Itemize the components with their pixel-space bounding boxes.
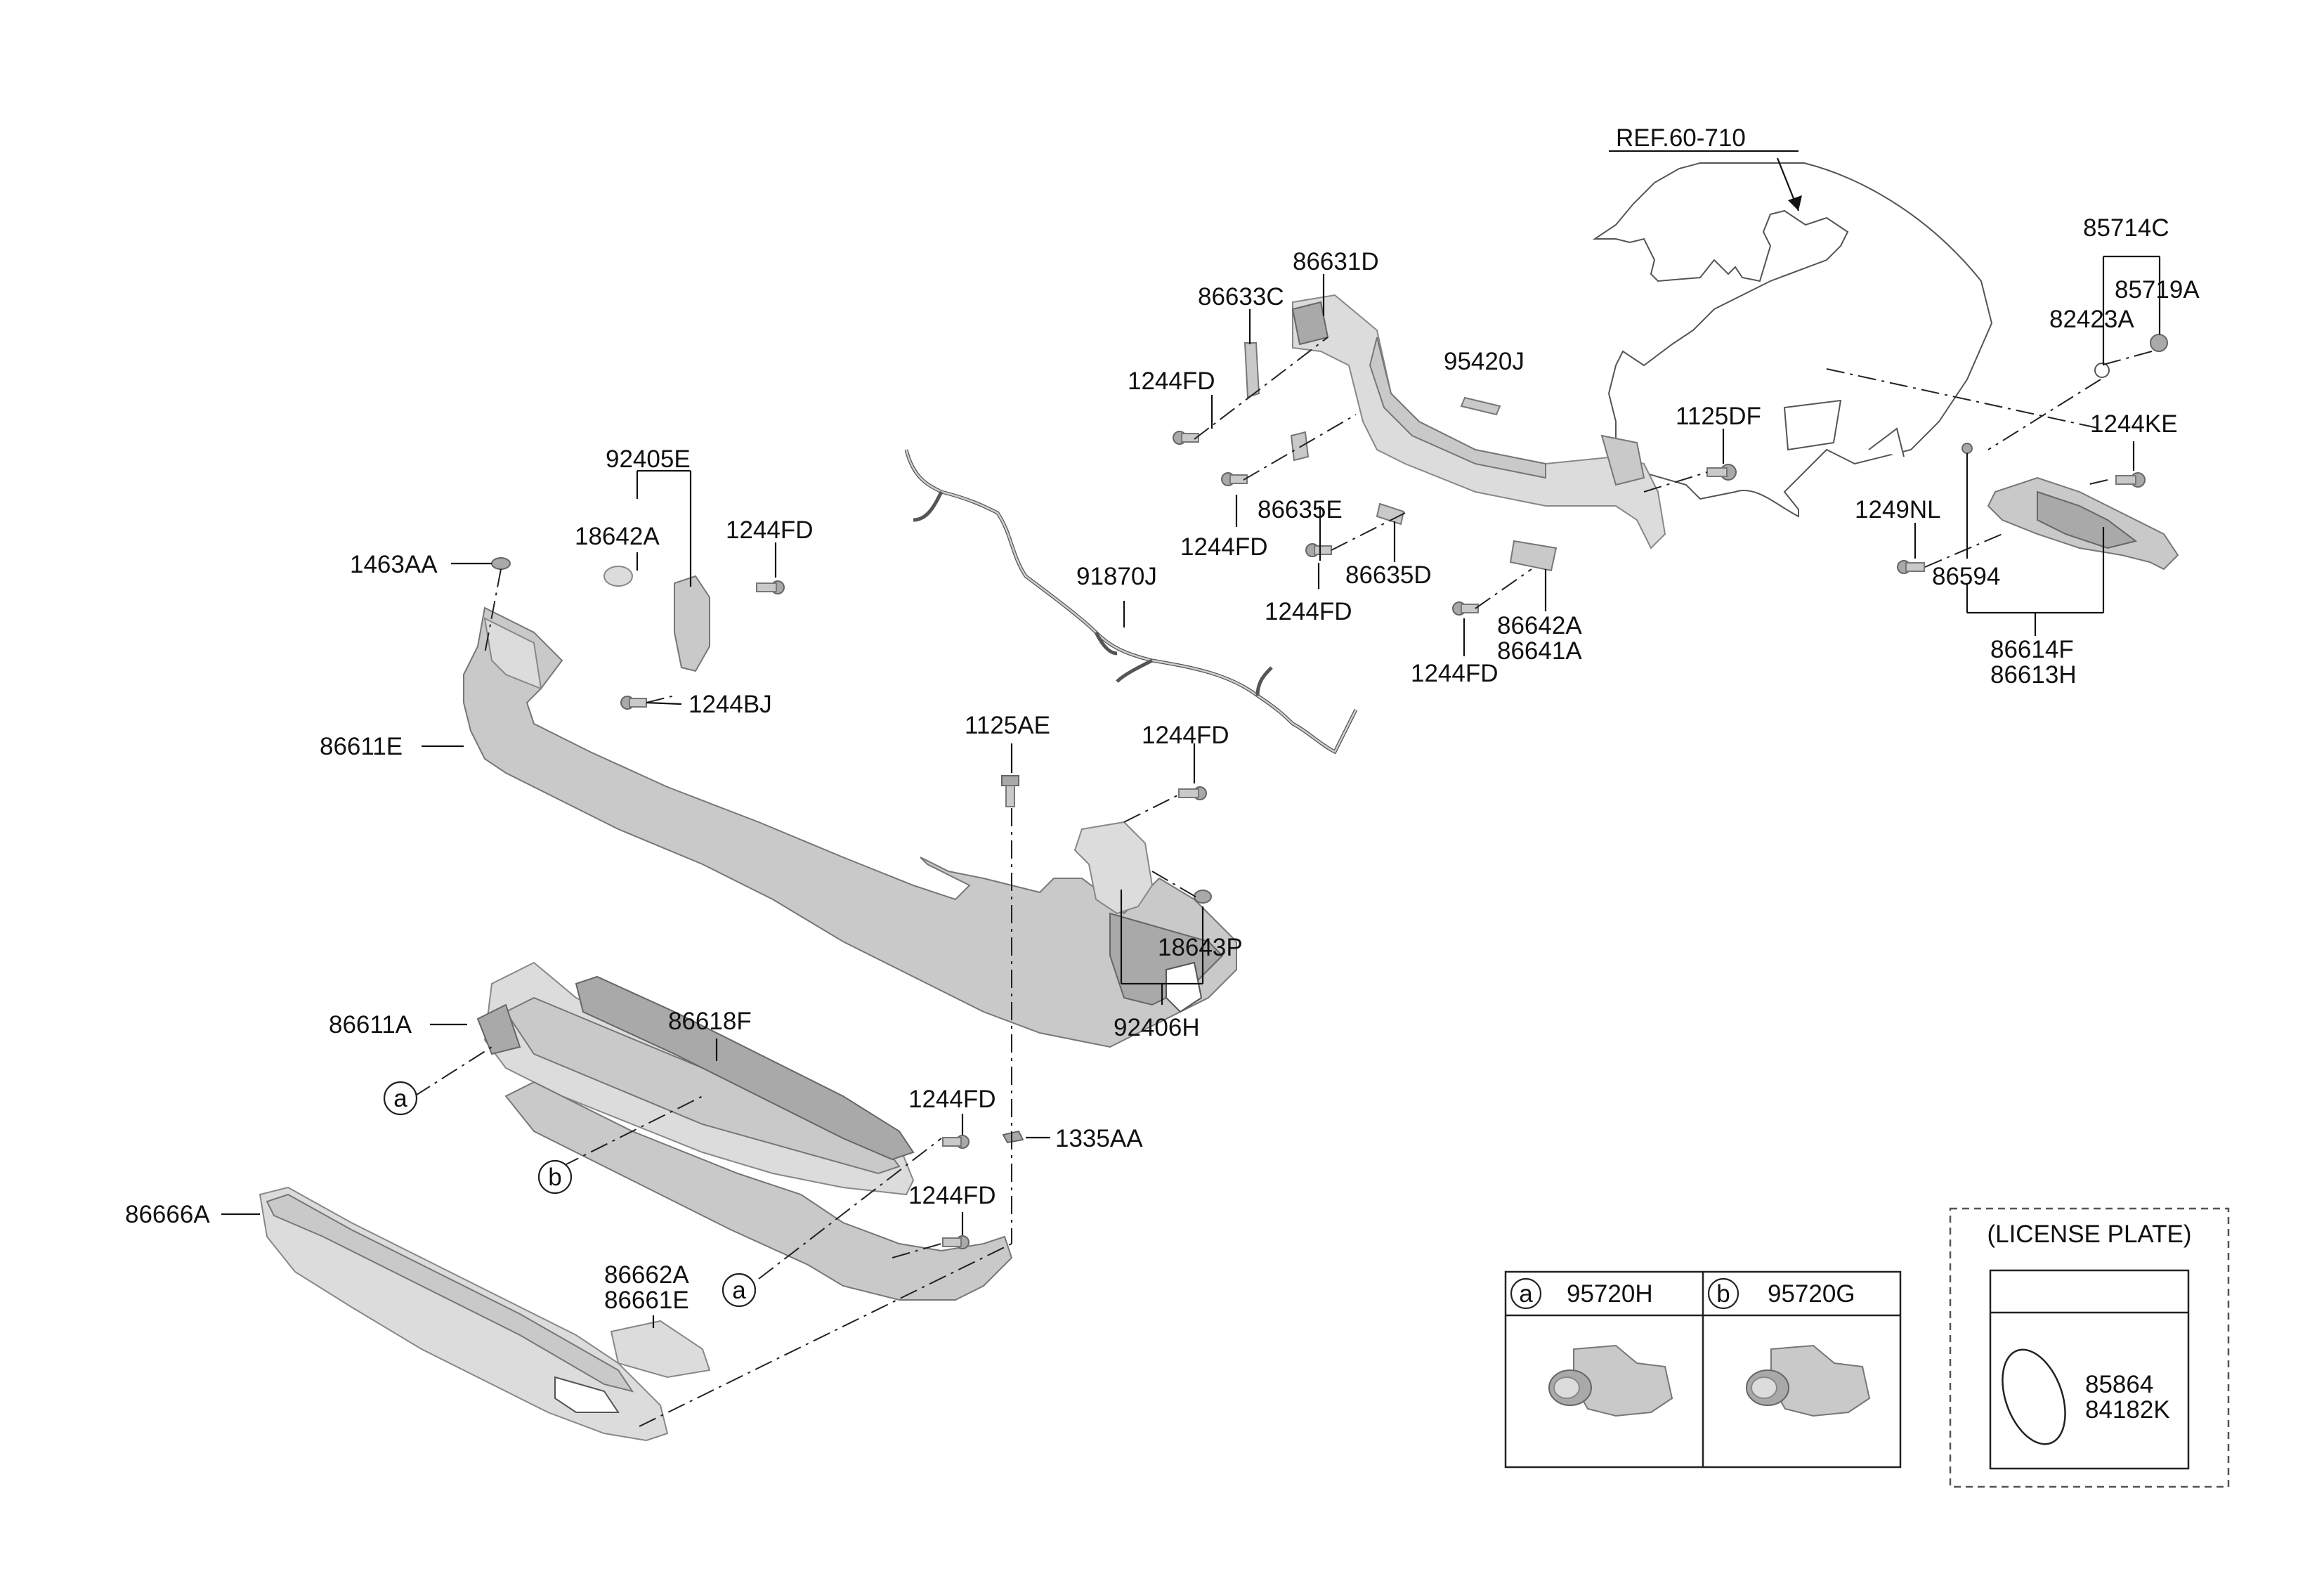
label-1125AE: 1125AE bbox=[965, 712, 1050, 739]
sensor-table: a 95720H b 95720G bbox=[1504, 1270, 1902, 1469]
bolt-1244FD-7 bbox=[942, 1135, 970, 1149]
license-plate-title: (LICENSE PLATE) bbox=[1987, 1221, 2191, 1248]
label-86635D: 86635D bbox=[1345, 561, 1432, 589]
washer-82423A bbox=[2094, 363, 2110, 378]
license-plate-box: (LICENSE PLATE) 85864 84182K bbox=[1949, 1207, 2230, 1488]
label-1244FD-8: 1244FD bbox=[908, 1182, 996, 1209]
bolt-1244FD-1 bbox=[1173, 431, 1199, 445]
label-86635E: 86635E bbox=[1258, 496, 1343, 523]
label-85714C: 85714C bbox=[2083, 214, 2169, 242]
bracket-95420J bbox=[1460, 396, 1501, 416]
label-1244FD-6: 1244FD bbox=[1142, 722, 1229, 749]
clip-86635D bbox=[1376, 502, 1405, 526]
bolt-1244BJ bbox=[620, 696, 647, 710]
clip-18643P bbox=[1194, 890, 1212, 904]
label-1244FD-3: 1244FD bbox=[1265, 598, 1352, 625]
label-86611A: 86611A bbox=[329, 1011, 412, 1039]
lower-bumper-band bbox=[504, 1081, 1013, 1301]
bumper-cover bbox=[463, 606, 1237, 1048]
license-lamp-housing bbox=[1073, 821, 1154, 915]
label-86661E: 86661E bbox=[604, 1287, 689, 1314]
leader-lines bbox=[221, 255, 2161, 1328]
label-86662A: 86662A bbox=[604, 1261, 689, 1289]
label-86641A: 86641A bbox=[1497, 637, 1582, 665]
label-1244BJ: 1244BJ bbox=[688, 691, 772, 718]
upper-bracket bbox=[1291, 294, 1666, 549]
license-plate-seal bbox=[2002, 1348, 2066, 1445]
svg-text:b: b bbox=[548, 1164, 561, 1191]
bolt-1249NL bbox=[1897, 560, 1925, 574]
license-plate-part-1: 85864 bbox=[2085, 1371, 2153, 1398]
label-1244FD-4: 1244FD bbox=[1411, 660, 1499, 687]
label-1244FD-1: 1244FD bbox=[1128, 367, 1215, 395]
label-1335AA: 1335AA bbox=[1055, 1125, 1143, 1152]
side-bracket bbox=[1987, 476, 2179, 571]
bracket-86633C bbox=[1243, 342, 1260, 398]
reflector bbox=[610, 1320, 711, 1379]
callout-a-2: a bbox=[722, 1273, 757, 1308]
sensor-col-b-part: 95720G bbox=[1768, 1280, 1855, 1308]
assembly-lines bbox=[414, 337, 2153, 1427]
skid-plate bbox=[259, 1186, 669, 1442]
label-92405E: 92405E bbox=[606, 445, 691, 473]
nut-85719A bbox=[2150, 334, 2168, 352]
label-1125DF: 1125DF bbox=[1676, 403, 1761, 430]
label-1249NL: 1249NL bbox=[1855, 496, 1941, 523]
label-1244KE: 1244KE bbox=[2090, 410, 2178, 438]
label-18642A: 18642A bbox=[575, 523, 660, 550]
parking-sensor-a bbox=[1548, 1344, 1673, 1417]
body-panel-ref bbox=[1592, 162, 1993, 518]
license-plate-part-2: 84182K bbox=[2085, 1396, 2170, 1424]
clip-1335AA bbox=[1002, 1130, 1024, 1144]
lower-trim bbox=[575, 975, 915, 1161]
side-lamp bbox=[603, 566, 710, 672]
label-95420J: 95420J bbox=[1444, 348, 1525, 375]
label-82423A: 82423A bbox=[2049, 306, 2134, 333]
parking-sensor-b bbox=[1746, 1344, 1871, 1417]
label-92406H: 92406H bbox=[1114, 1014, 1200, 1041]
sensor-col-a-part: 95720H bbox=[1567, 1280, 1653, 1308]
label-1244FD-2: 1244FD bbox=[1180, 533, 1268, 561]
label-86666A: 86666A bbox=[125, 1201, 210, 1228]
label-91870J: 91870J bbox=[1076, 563, 1157, 590]
label-1463AA: 1463AA bbox=[350, 551, 438, 578]
bolt-1244FD-2 bbox=[1221, 472, 1248, 486]
bolt-1244FD-5 bbox=[756, 580, 785, 594]
label-85719A: 85719A bbox=[2115, 276, 2200, 304]
callout-a-1: a bbox=[383, 1081, 418, 1116]
label-1244FD-7: 1244FD bbox=[908, 1086, 996, 1113]
label-86631D: 86631D bbox=[1293, 248, 1379, 275]
label-86613H: 86613H bbox=[1990, 661, 2077, 689]
clip-86635E bbox=[1290, 431, 1310, 462]
bolt-1244FD-3 bbox=[1305, 543, 1332, 557]
label-86614F: 86614F bbox=[1990, 636, 2074, 663]
clip-1463AA bbox=[491, 557, 511, 570]
bolt-1244FD-6 bbox=[1178, 786, 1207, 800]
lower-carrier bbox=[476, 961, 915, 1196]
sensor-col-b-letter: b bbox=[1716, 1280, 1730, 1308]
label-86594: 86594 bbox=[1932, 563, 2000, 590]
ref-arrow-head bbox=[1788, 195, 1802, 211]
bolt-1244KE bbox=[2115, 472, 2146, 488]
bracket-86642A bbox=[1509, 540, 1558, 572]
svg-text:a: a bbox=[393, 1085, 407, 1112]
svg-text:a: a bbox=[732, 1277, 746, 1304]
bolt-1244FD-8 bbox=[942, 1235, 970, 1249]
label-ref: REF.60-710 bbox=[1616, 124, 1746, 152]
label-86642A: 86642A bbox=[1497, 612, 1582, 639]
callout-b-1: b bbox=[537, 1159, 573, 1195]
label-86611E: 86611E bbox=[320, 733, 403, 760]
clip-86594 bbox=[1961, 443, 1973, 454]
bolt-1125AE bbox=[1001, 775, 1019, 807]
sensor-col-a-letter: a bbox=[1519, 1280, 1533, 1308]
label-1244FD-5: 1244FD bbox=[726, 516, 814, 544]
fasteners bbox=[491, 334, 2168, 1249]
part-labels: REF.60-710 86631D 86633C 95420J 1244FD 1… bbox=[125, 124, 2200, 1314]
bolt-1244FD-4 bbox=[1452, 601, 1479, 616]
label-86618F: 86618F bbox=[668, 1008, 752, 1035]
label-18643P: 18643P bbox=[1158, 934, 1243, 961]
wiring-harness bbox=[904, 449, 1358, 755]
label-86633C: 86633C bbox=[1198, 283, 1284, 311]
